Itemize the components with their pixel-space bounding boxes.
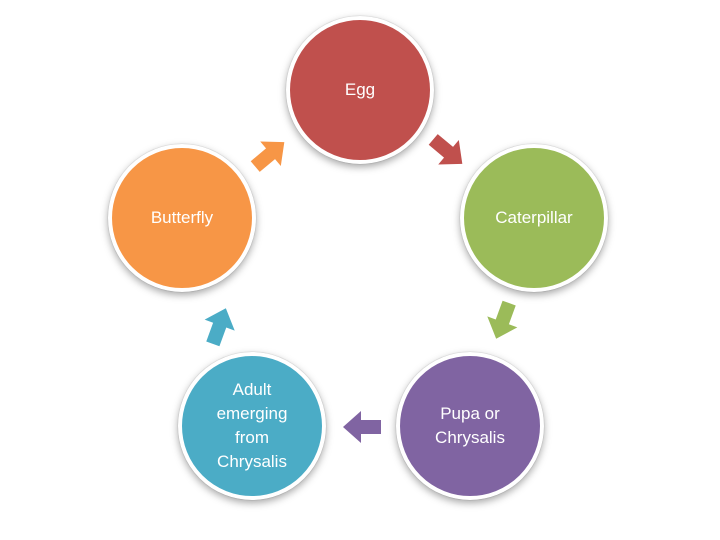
arrow-egg-to-caterpillar (428, 134, 463, 165)
arrow-pupa-to-adult (343, 411, 381, 443)
node-pupa-label: Pupa or Chrysalis (435, 404, 505, 447)
node-egg: Egg (286, 16, 434, 164)
node-caterpillar: Caterpillar (460, 144, 608, 292)
node-pupa: Pupa or Chrysalis (396, 352, 544, 500)
arrow-caterpillar-to-pupa (487, 300, 518, 339)
node-butterfly: Butterfly (108, 144, 256, 292)
arrow-adult-to-butterfly (204, 308, 235, 347)
node-adult-label: Adult emerging from Chrysalis (216, 380, 288, 471)
node-butterfly-label: Butterfly (150, 208, 214, 228)
node-adult: Adult emerging from Chrysalis (178, 352, 326, 500)
node-caterpillar-label: Caterpillar (495, 208, 573, 228)
arrow-butterfly-to-egg (250, 141, 285, 172)
node-egg-label: Egg (344, 80, 376, 100)
